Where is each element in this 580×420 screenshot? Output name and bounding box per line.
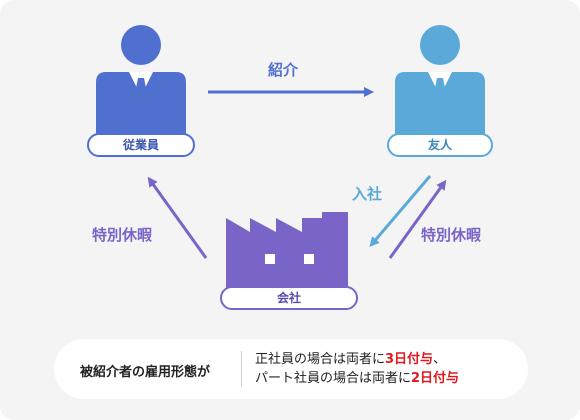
leave-arrow-to-friend [388,179,447,259]
info-line-parttime: パート社員の場合は両者に2日付与 [255,369,459,388]
join-label: 入社 [352,185,383,203]
friend-person-icon [395,25,485,138]
leave-label-left: 特別休暇 [92,226,153,244]
friend-node-label: 友人 [387,133,493,157]
company-factory-icon [226,212,348,290]
info-line1-highlight: 3日付与 [385,352,434,367]
leave-label-right: 特別休暇 [421,226,482,244]
employee-node-label: 従業員 [87,133,195,157]
info-line2-highlight: 2日付与 [411,371,460,386]
info-lines: 正社員の場合は両者に3日付与、 パート社員の場合は両者に2日付与 [255,350,459,388]
referral-label: 紹介 [268,61,299,79]
info-divider [241,351,242,387]
info-line1-suffix: 、 [433,352,447,367]
info-line2-prefix: パート社員の場合は両者に [255,371,412,386]
info-title: 被紹介者の雇用形態が [80,365,211,380]
company-node-label: 会社 [220,286,358,310]
info-box: 被紹介者の雇用形態が 正社員の場合は両者に3日付与、 パート社員の場合は両者に2… [54,339,528,399]
join-arrow [369,175,432,248]
employee-person-icon [96,25,186,138]
info-line1-prefix: 正社員の場合は両者に [255,352,386,367]
leave-arrow-to-employee [147,176,208,259]
info-line-fulltime: 正社員の場合は両者に3日付与、 [255,350,459,369]
